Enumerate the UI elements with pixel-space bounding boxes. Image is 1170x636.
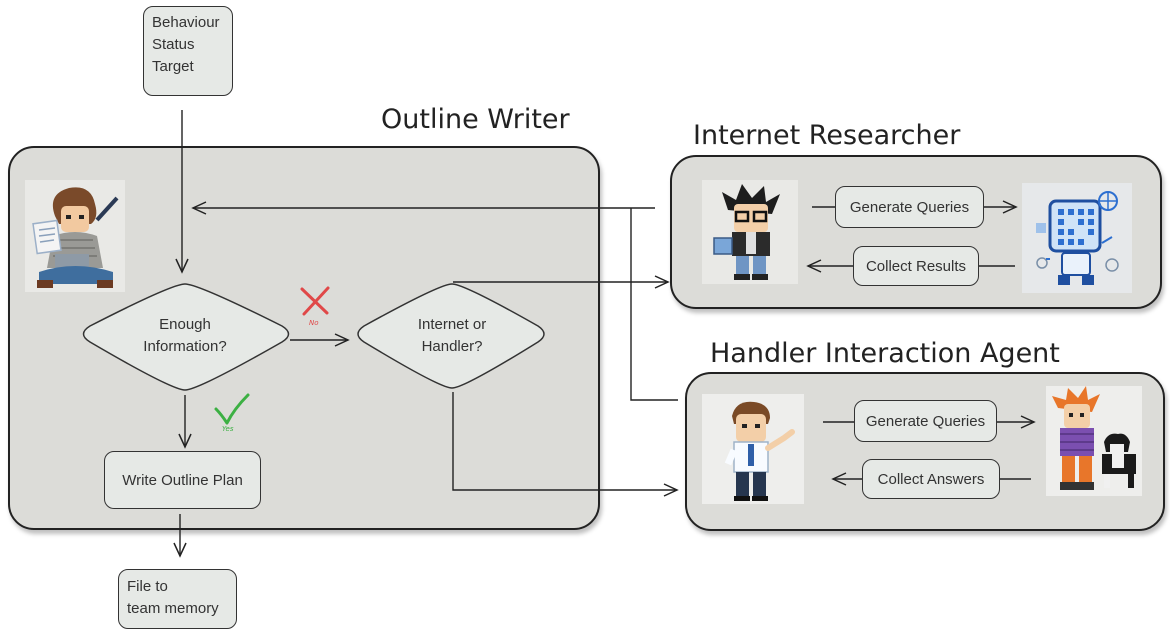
writer-character-image <box>25 180 125 292</box>
write-outline-plan-box: Write Outline Plan <box>104 451 261 509</box>
team-memory-output-box: File to team memory <box>118 569 237 629</box>
line-handler-return <box>630 208 678 401</box>
agent-character-image <box>702 394 804 504</box>
ir-generate-queries-box: Generate Queries <box>835 186 984 228</box>
decision-information-text: Enough Information? <box>143 316 227 355</box>
outline-writer-title: Outline Writer <box>381 104 570 135</box>
input-parameters-box: Behaviour Status Target <box>143 6 233 96</box>
handler-with-dog-image <box>1046 386 1142 496</box>
ha-collect-answers-box: Collect Answers <box>862 459 1000 499</box>
no-cross-icon <box>300 286 330 316</box>
handler-agent-title: Handler Interaction Agent <box>710 338 1060 369</box>
decision-diamond-information <box>82 283 290 391</box>
ir-collect-results-box: Collect Results <box>853 246 979 286</box>
ha-generate-queries-box: Generate Queries <box>854 400 997 442</box>
yes-check-icon <box>214 393 250 425</box>
internet-researcher-title: Internet Researcher <box>693 120 961 151</box>
yes-label: Yes <box>222 425 234 433</box>
search-robot-image <box>1022 183 1132 293</box>
researcher-character-image <box>702 180 798 284</box>
decision-route-text: Internet or Handler? <box>417 316 487 355</box>
decision-diamond-route <box>357 283 545 389</box>
arrow-to-handler-agent <box>452 392 679 497</box>
no-label: No <box>309 319 319 327</box>
